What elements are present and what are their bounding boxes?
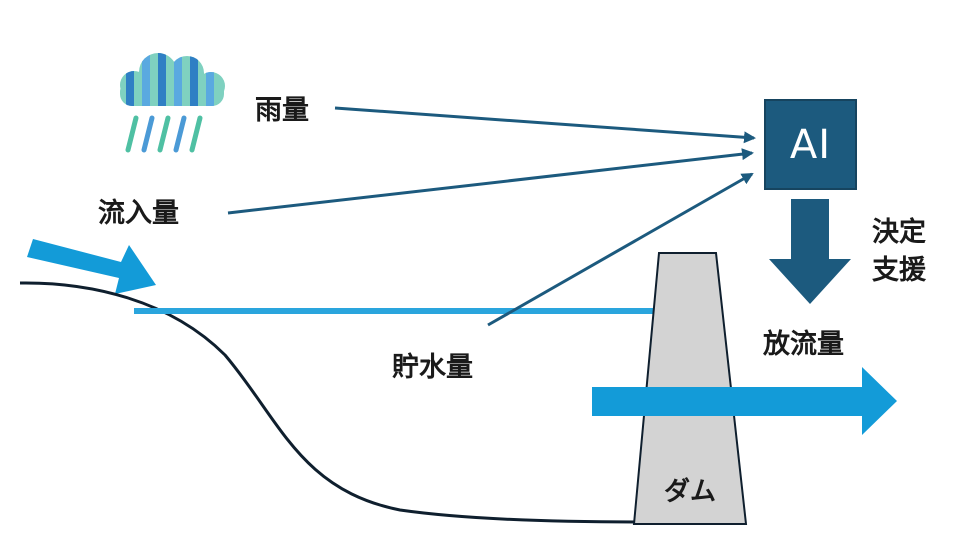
inflow-to-ai-arrow: [227, 148, 754, 215]
decision-line2: 支援: [872, 255, 926, 286]
storage-label: 貯水量: [392, 352, 473, 383]
rain-cloud-icon: [120, 53, 225, 153]
decision-arrow: [769, 199, 851, 304]
inflow-arrow: [27, 239, 156, 294]
inflow-label: 流入量: [98, 198, 179, 229]
outflow-arrow: [592, 367, 897, 435]
decision-support-label: 決定 支援: [872, 214, 926, 290]
dam-label: ダム: [664, 476, 716, 507]
rainfall-to-ai-arrow: [334, 106, 756, 144]
decision-line1: 決定: [872, 217, 926, 248]
ai-box: AI: [764, 99, 857, 190]
rainfall-label: 雨量: [255, 95, 309, 126]
ai-label: AI: [789, 121, 832, 168]
storage-to-ai-arrow: [487, 172, 754, 327]
outflow-label: 放流量: [763, 329, 844, 360]
riverbed-line: [19, 281, 641, 524]
